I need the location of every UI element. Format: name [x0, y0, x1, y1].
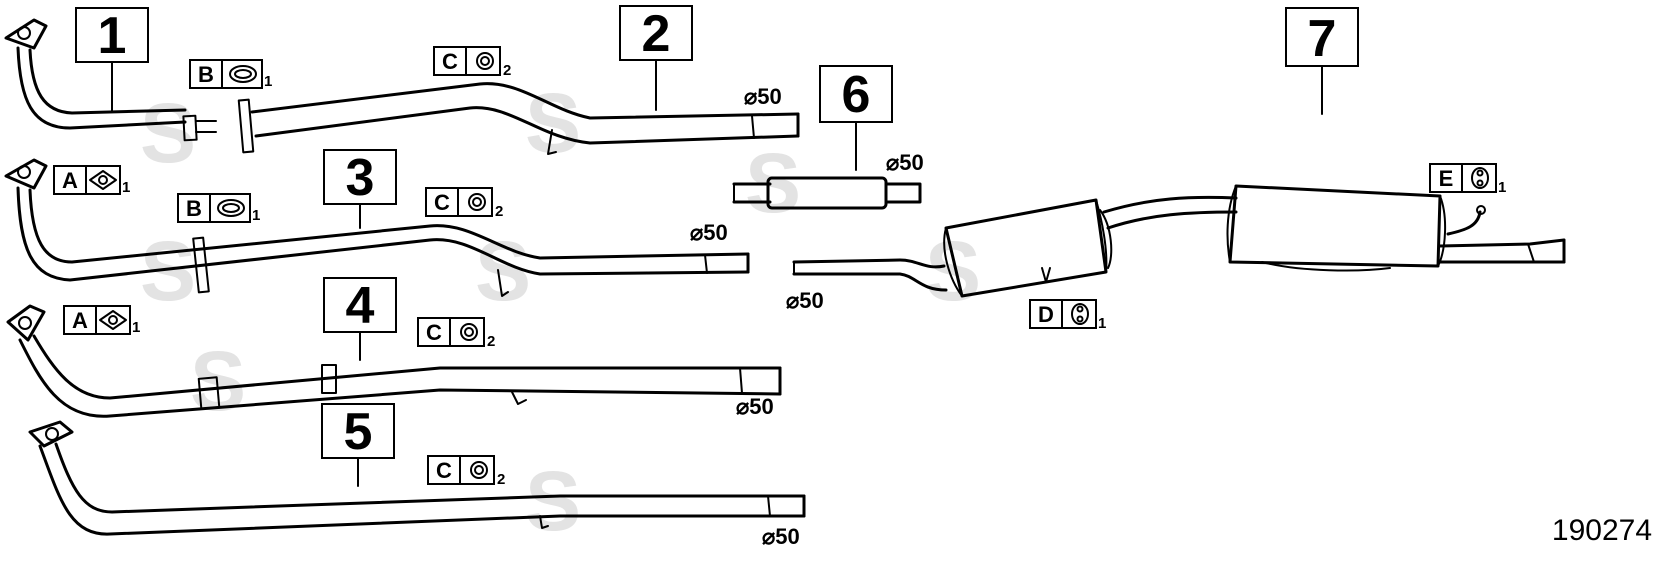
callout-box-4	[323, 277, 397, 333]
part-letter: C	[426, 320, 442, 345]
part-qty: 1	[264, 73, 272, 90]
diameter-label: ⌀50	[690, 220, 728, 245]
clamp-ring-icon	[460, 323, 478, 341]
rubber-hanger-icon	[1071, 303, 1089, 325]
diameter-label: ⌀50	[736, 394, 774, 419]
diameter-label: ⌀50	[762, 524, 800, 549]
callout-number-7: 7	[1308, 10, 1337, 68]
part-5-long-front-pipe: 5 ⌀50	[28, 403, 806, 549]
part-label-c-row4: C 2	[427, 455, 505, 488]
part-letter: E	[1439, 166, 1454, 191]
callout-box-3	[323, 149, 397, 205]
diameter-label: ⌀50	[744, 84, 782, 109]
watermark-s: S	[525, 454, 581, 548]
part-qty: 2	[495, 203, 503, 220]
part-label-b-row2: B 1	[177, 193, 260, 224]
callout-number-5: 5	[344, 403, 373, 461]
watermarks: S S S S S S S S	[140, 76, 981, 548]
part-label-c-row3: C 2	[417, 317, 495, 350]
part-6-connecting-sleeve: 6 ⌀50	[732, 65, 924, 210]
callout-number-6: 6	[842, 66, 871, 124]
gasket-ring-icon	[229, 65, 257, 83]
diagram-reference-number: 190274	[1552, 514, 1652, 547]
callout-box-7	[1285, 7, 1359, 67]
callout-box-6	[819, 65, 893, 123]
diameter-label: ⌀50	[886, 150, 924, 175]
part-3-front-pipe-assembly: 3 ⌀50	[4, 149, 750, 297]
part-letter: C	[434, 190, 450, 215]
part-qty: 1	[1098, 315, 1106, 332]
part-label-c-row2: C 2	[425, 187, 503, 220]
part-qty: 2	[503, 62, 511, 79]
watermark-s: S	[925, 224, 981, 318]
part-4-front-pipe-with-resonator: 4 ⌀50	[6, 277, 782, 419]
part-qty: 2	[487, 333, 495, 350]
callout-number-4: 4	[346, 277, 375, 335]
part-qty: 1	[122, 179, 130, 196]
flange-gasket-icon	[99, 310, 127, 330]
callout-number-1: 1	[98, 7, 127, 65]
part-label-a-row3: A 1	[63, 305, 140, 336]
callout-box-5	[321, 403, 395, 459]
watermark-s: S	[140, 86, 196, 180]
part-letter: D	[1038, 302, 1054, 327]
clamp-ring-icon	[470, 461, 488, 479]
part-letter: C	[436, 458, 452, 483]
part-letter: B	[198, 62, 214, 87]
flange-gasket-icon	[89, 170, 117, 190]
watermark-s: S	[525, 76, 581, 170]
part-letter: B	[186, 196, 202, 221]
gasket-ring-icon	[217, 199, 245, 217]
rubber-hanger-icon	[1471, 167, 1489, 189]
part-qty: 1	[1498, 179, 1506, 196]
callout-number-3: 3	[346, 149, 375, 207]
callout-box-2	[619, 5, 693, 61]
part-7-rear-silencer-assembly: 7 ⌀50	[786, 7, 1566, 313]
part-qty: 1	[132, 319, 140, 336]
part-qty: 2	[497, 471, 505, 488]
part-letter: A	[72, 308, 88, 333]
part-2-intermediate-pipe: 2 ⌀50	[237, 5, 800, 155]
part-label-b-row1: B 1	[189, 59, 272, 90]
clamp-ring-icon	[468, 193, 486, 211]
part-letter: A	[62, 168, 78, 193]
part-label-a-row2: A 1	[53, 165, 130, 196]
part-label-d: D 1	[1029, 299, 1106, 332]
part-qty: 1	[252, 207, 260, 224]
part-1-front-pipe: 1	[4, 7, 217, 142]
clamp-ring-icon	[476, 52, 494, 70]
callout-number-2: 2	[642, 5, 671, 63]
part-label-c-row1: C 2	[433, 46, 511, 79]
part-letter: C	[442, 49, 458, 74]
diameter-label: ⌀50	[786, 288, 824, 313]
part-label-e: E 1	[1429, 163, 1506, 196]
